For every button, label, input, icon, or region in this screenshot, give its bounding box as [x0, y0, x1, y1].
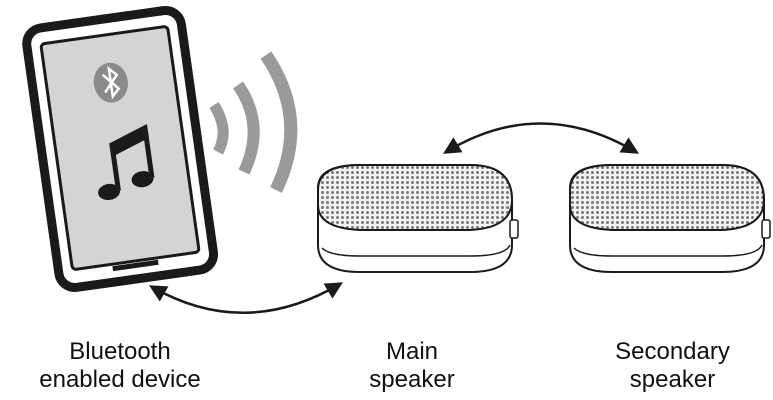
main-label-line2: speaker	[369, 366, 455, 393]
main-speaker	[317, 164, 519, 273]
secondary-speaker-label: Secondary speaker	[590, 338, 755, 394]
main-speaker-label: Main speaker	[332, 338, 492, 394]
device-label-line1: Bluetooth	[69, 338, 171, 365]
music-note-icon	[98, 124, 155, 201]
device-label: Bluetooth enabled device	[10, 338, 230, 394]
wireless-waves-icon	[209, 51, 298, 193]
main-label-line1: Main	[385, 338, 439, 365]
secondary-speaker	[569, 164, 771, 273]
main-to-secondary-arrow	[443, 122, 640, 154]
smartphone	[22, 5, 219, 292]
secondary-label-line1: Secondary	[615, 338, 730, 365]
device-label-line2: enabled device	[39, 366, 201, 393]
secondary-label-line2: speaker	[629, 366, 716, 393]
bluetooth-icon	[93, 62, 128, 103]
device-to-main-arrow	[148, 282, 344, 314]
